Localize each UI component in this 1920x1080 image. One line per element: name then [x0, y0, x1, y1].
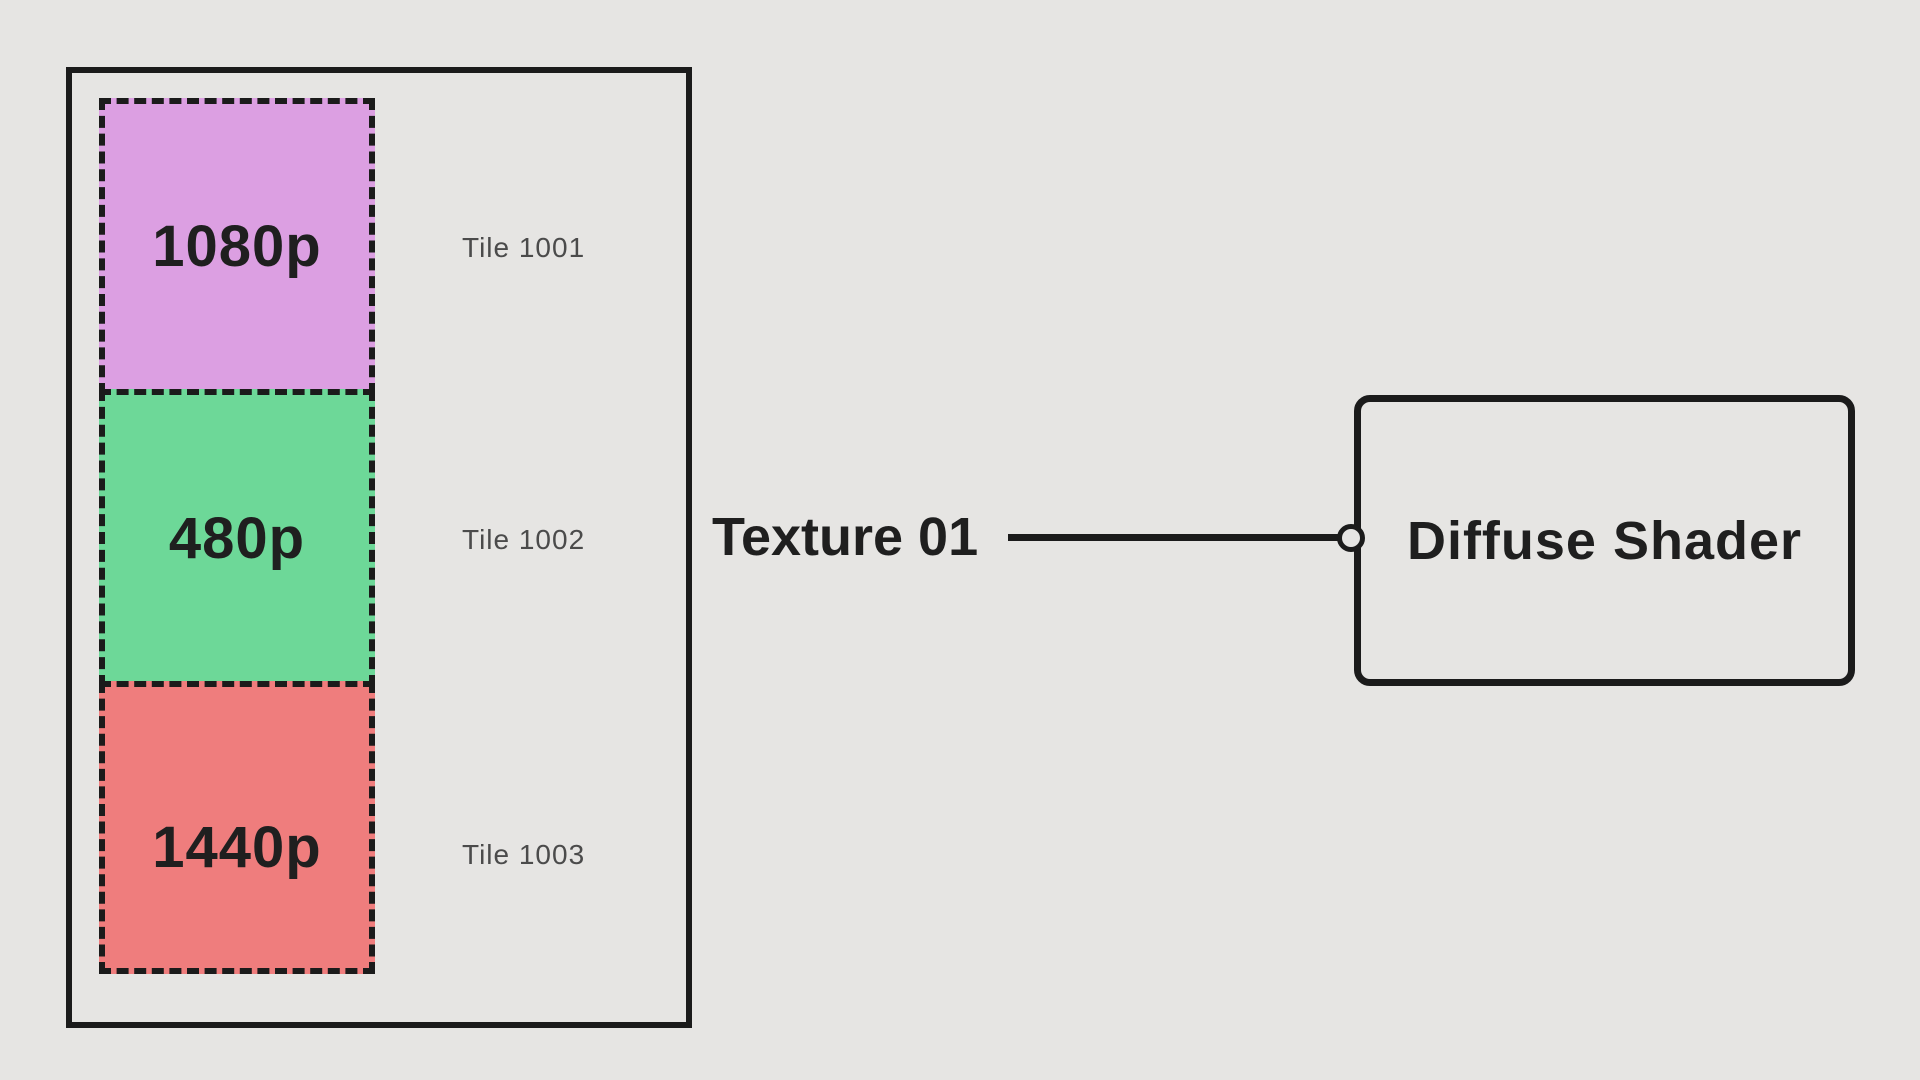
tile-id-label-1002: Tile 1002 [462, 524, 586, 555]
tile-id-label-1003: Tile 1003 [462, 839, 586, 870]
tile-swatch-1002: 480p [99, 389, 375, 687]
tile-id-label-1001: Tile 1001 [462, 232, 586, 263]
texture-group-box [66, 67, 692, 1028]
diffuse-shader-node: Diffuse Shader [1354, 395, 1855, 686]
connector-line [1008, 534, 1339, 541]
tile-resolution-label: 1080p [152, 214, 322, 279]
shader-node-label: Diffuse Shader [1406, 510, 1803, 571]
tile-swatch-1001: 1080p [99, 98, 375, 395]
tile-swatch-1003: 1440p [99, 681, 375, 974]
tile-resolution-label: 1440p [152, 815, 322, 880]
tile-resolution-label: 480p [168, 505, 306, 571]
texture-name-label: Texture 01 [712, 507, 979, 567]
input-port-circle-icon [1337, 524, 1365, 552]
